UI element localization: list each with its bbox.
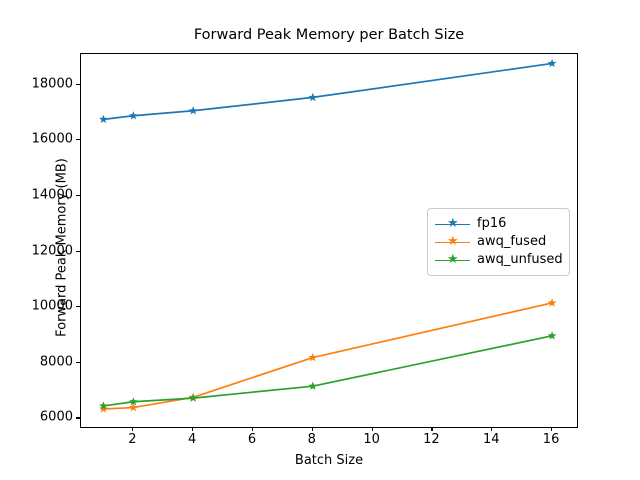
- y-tick-mark: [76, 361, 80, 363]
- x-tick-mark: [311, 427, 313, 431]
- star-marker-icon: ★: [447, 252, 459, 267]
- legend-item-fp16[interactable]: ★ fp16: [435, 215, 561, 233]
- series-lines: [99, 58, 557, 413]
- y-tick-mark: [76, 250, 80, 252]
- x-tick-mark: [251, 427, 254, 431]
- y-tick-mark: [76, 417, 80, 419]
- x-tick-label: 10: [363, 432, 380, 447]
- y-tick-mark: [76, 194, 80, 196]
- x-tick-label: 8: [307, 432, 316, 447]
- legend-line: [435, 241, 470, 244]
- marker-awq_unfused: [308, 381, 318, 390]
- series-awq_unfused: [99, 331, 557, 410]
- plot-area: [80, 53, 578, 428]
- marker-fp16: [547, 58, 557, 68]
- x-tick-mark: [431, 427, 433, 431]
- x-tick-label: 16: [542, 432, 560, 447]
- marker-awq_fused: [308, 352, 318, 362]
- marker-fp16: [128, 111, 138, 120]
- line-awq_unfused: [103, 334, 553, 407]
- legend-label: fp16: [477, 216, 507, 231]
- x-tick-mark: [551, 427, 553, 431]
- y-tick-mark: [76, 306, 80, 308]
- marker-awq_unfused: [128, 397, 138, 406]
- series-awq_fused: [99, 298, 557, 413]
- legend-swatch-icon: ★: [435, 253, 470, 267]
- x-tick-label: 6: [247, 432, 257, 447]
- y-tick-label: 14000: [31, 187, 73, 203]
- y-tick-label: 6000: [39, 409, 73, 425]
- marker-awq_unfused: [188, 393, 198, 402]
- legend-label: awq_unfused: [477, 252, 563, 267]
- legend-label: awq_fused: [477, 234, 547, 249]
- marker-fp16: [308, 92, 318, 102]
- legend: ★ fp16 ★ awq_fused ★ awq_unfused: [427, 208, 570, 276]
- star-marker-icon: ★: [447, 234, 459, 249]
- series-fp16: [99, 58, 557, 124]
- x-tick-label: 14: [482, 432, 500, 447]
- legend-swatch-icon: ★: [435, 217, 470, 231]
- x-axis-label: Batch Size: [294, 453, 364, 468]
- y-tick-label: 10000: [31, 298, 73, 314]
- marker-fp16: [99, 114, 108, 124]
- y-tick-mark: [76, 139, 80, 141]
- star-marker-icon: ★: [447, 216, 459, 231]
- x-tick-mark: [192, 427, 194, 431]
- x-tick-label: 2: [128, 432, 137, 447]
- legend-swatch-icon: ★: [435, 235, 470, 249]
- x-tick-mark: [132, 427, 134, 431]
- y-tick-label: 12000: [31, 243, 73, 258]
- marker-awq_unfused: [547, 331, 557, 340]
- marker-awq_fused: [128, 402, 138, 412]
- line-fp16: [103, 62, 553, 121]
- marker-awq_fused: [547, 298, 557, 307]
- x-tick-mark: [491, 427, 493, 431]
- legend-item-awq_unfused[interactable]: ★ awq_unfused: [435, 251, 563, 269]
- x-tick-mark: [371, 427, 373, 431]
- marker-awq_unfused: [99, 401, 108, 410]
- y-tick-label: 8000: [39, 354, 73, 370]
- marker-fp16: [188, 106, 198, 115]
- chart-title: Forward Peak Memory per Batch Size: [193, 27, 465, 43]
- x-tick-label: 4: [188, 432, 197, 447]
- y-tick-label: 16000: [31, 131, 73, 147]
- line-awq_fused: [103, 302, 553, 410]
- legend-line: [435, 259, 470, 262]
- legend-item-awq_fused[interactable]: ★ awq_fused: [435, 233, 561, 251]
- y-tick-label: 18000: [31, 76, 73, 92]
- legend-line: [435, 223, 470, 226]
- x-tick-label: 12: [423, 432, 440, 447]
- y-tick-mark: [76, 83, 80, 85]
- marker-awq_fused: [99, 404, 108, 413]
